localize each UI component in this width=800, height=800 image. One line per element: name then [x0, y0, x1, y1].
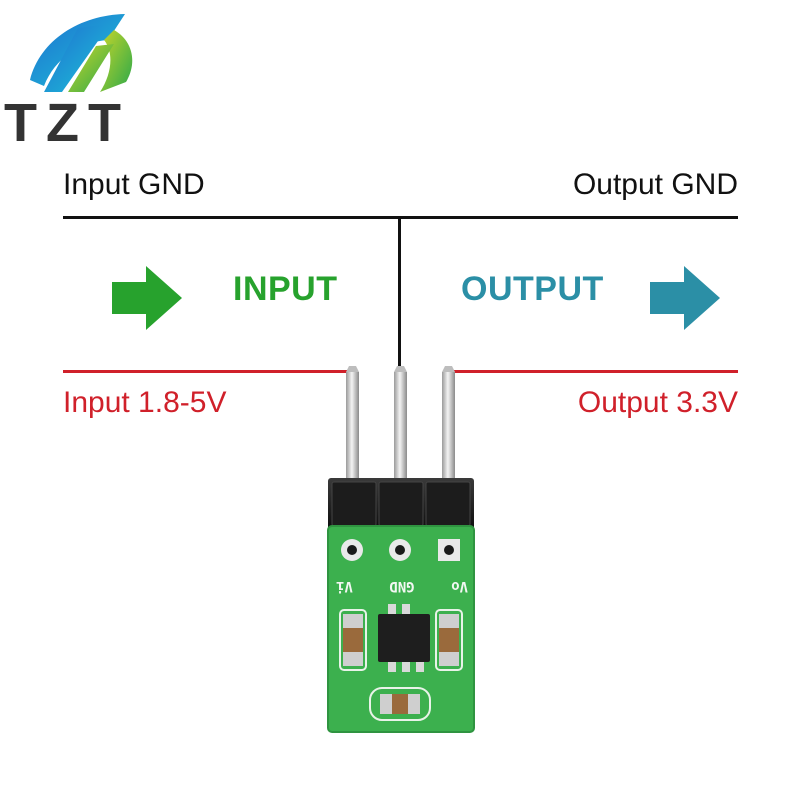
input-gnd-label: Input GND	[63, 168, 205, 201]
brand-logo-icon	[30, 14, 133, 92]
pcb-silkscreen: Vo GND Vi	[336, 576, 468, 596]
input-heading: INPUT	[233, 270, 338, 308]
output-voltage-label: Output 3.3V	[577, 386, 738, 419]
output-arrow-icon	[650, 266, 720, 330]
gnd-vertical-line	[398, 216, 401, 376]
silk-gnd: GND	[389, 578, 415, 594]
pin-header	[328, 478, 474, 530]
pcb-board	[327, 525, 475, 733]
input-voltage-label: Input 1.8-5V	[63, 386, 227, 419]
header-pins	[346, 366, 455, 484]
output-gnd-label: Output GND	[572, 168, 738, 201]
input-voltage-line	[63, 370, 353, 373]
silk-vo: Vo	[451, 578, 468, 594]
output-heading: OUTPUT	[461, 270, 604, 308]
silk-vi: Vi	[336, 578, 353, 594]
output-voltage-line	[446, 370, 738, 373]
input-arrow-icon	[112, 266, 182, 330]
brand-name: TZT	[4, 93, 130, 153]
